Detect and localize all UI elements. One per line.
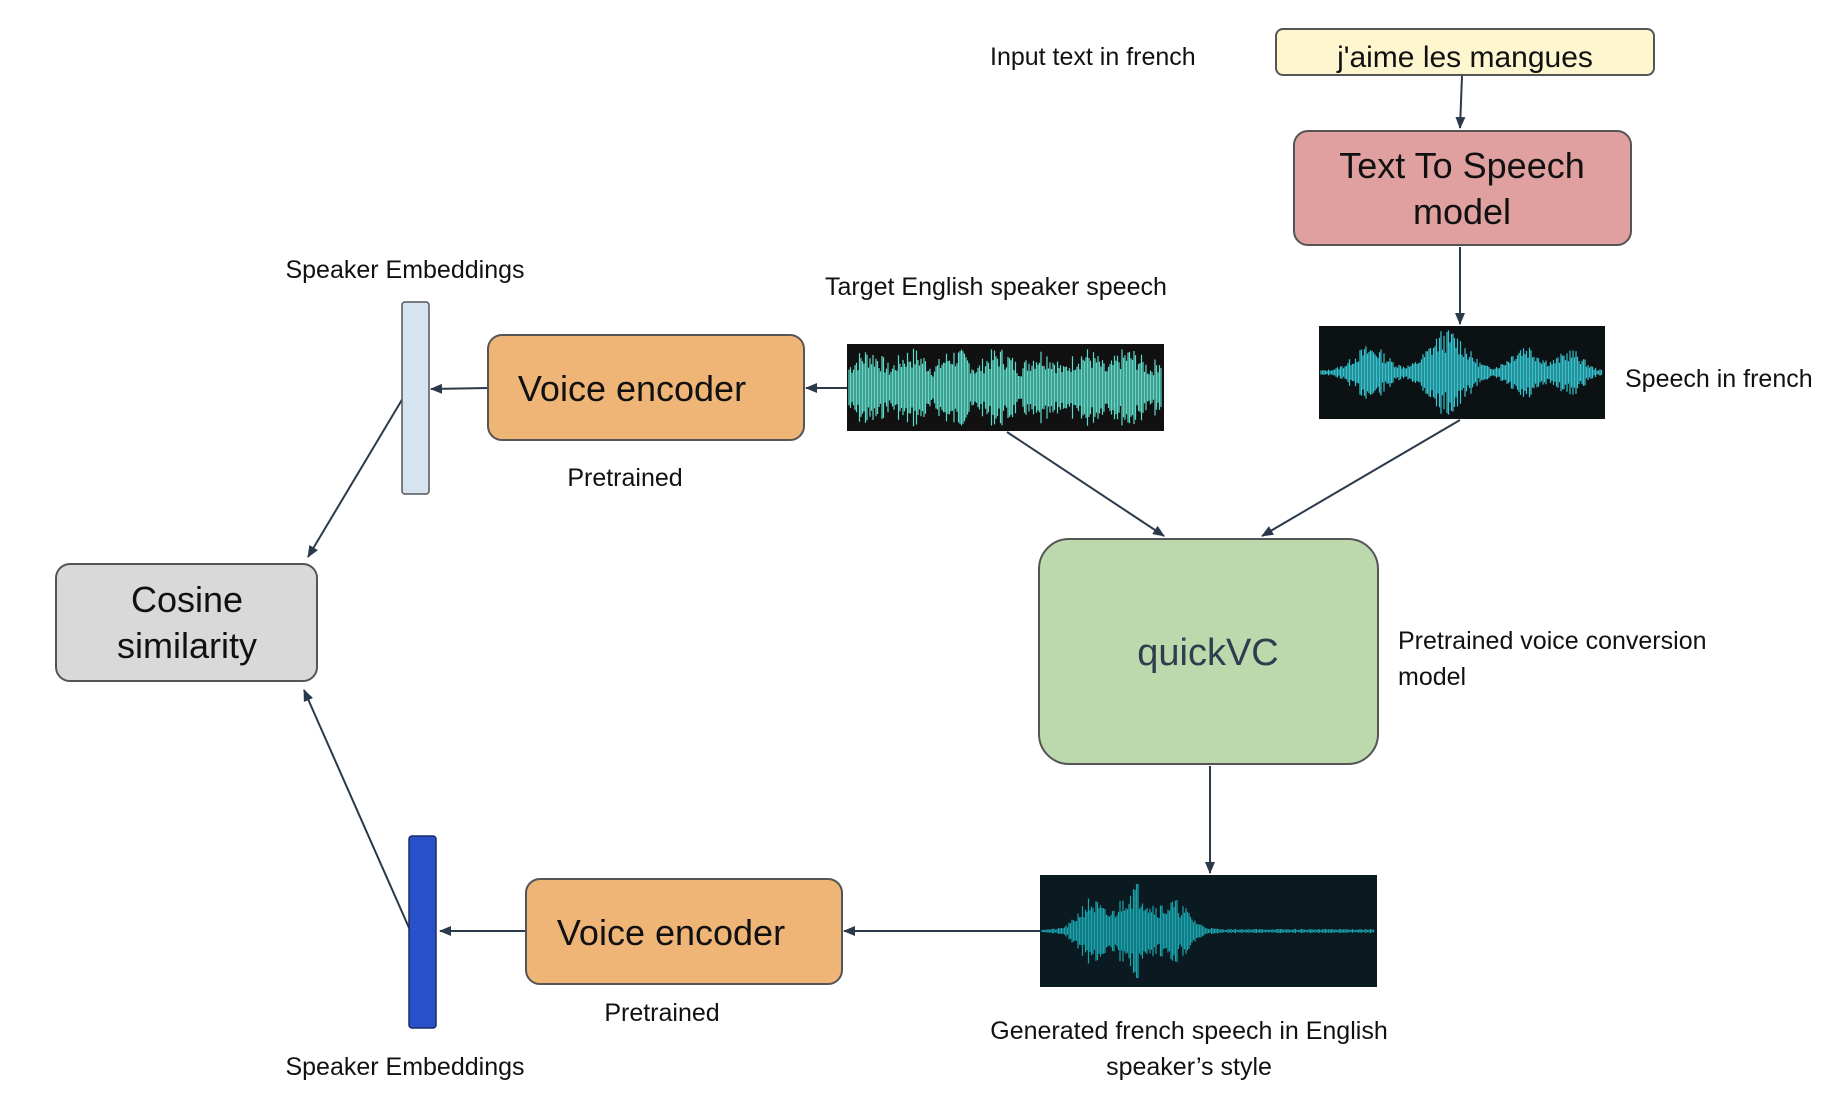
speech-in-french-label: Speech in french (1625, 365, 1813, 393)
speaker-embedding-bottom-bar (408, 835, 437, 1029)
generated-speech-wave (1041, 883, 1375, 979)
voice-encoder-bottom-label: Voice encoder (557, 912, 785, 953)
speaker-embedding-top-bar (401, 301, 430, 495)
speaker-embeddings-bottom-label: Speaker Embeddings (285, 1053, 524, 1081)
generated-speech-line2: speaker’s style (1106, 1053, 1272, 1081)
pretrained-top-label: Pretrained (567, 464, 682, 492)
voice-encoder-top-box (487, 334, 805, 441)
edge-embedding-top-to-cosine (307, 397, 404, 558)
quickvc-label: quickVC (1137, 632, 1279, 674)
edge-input-to-tts (1455, 75, 1466, 129)
input-text-box (1275, 28, 1655, 76)
voice-encoder-bottom-box (525, 878, 843, 985)
cosine-similarity-line1: Cosine (131, 579, 243, 620)
wf-generated-path (1041, 883, 1375, 979)
cosine-similarity-box (55, 563, 318, 682)
edge-encoder-to-embedding-top (430, 383, 489, 394)
quickvc-box (1038, 538, 1379, 765)
generated-speech-line1: Generated french speech in English (990, 1017, 1387, 1045)
pretrained-bottom-label: Pretrained (604, 999, 719, 1027)
target-speech-wave (848, 348, 1162, 427)
tts-model-line1: Text To Speech (1339, 145, 1585, 186)
speaker-embeddings-top-label: Speaker Embeddings (285, 256, 524, 284)
voice-encoder-top-label: Voice encoder (518, 368, 746, 409)
pretrained-vc-line1: Pretrained voice conversion (1398, 627, 1707, 655)
edge-target-speech-to-quickvc (1006, 431, 1165, 537)
edge-embedding-bottom-to-cosine (303, 689, 411, 931)
edge-french-speech-to-quickvc (1261, 419, 1461, 537)
wf-target-path (848, 348, 1162, 427)
cosine-similarity-line2: similarity (117, 625, 257, 666)
tts-model-line2: model (1413, 191, 1511, 232)
speech-in-french-wave (1320, 330, 1603, 415)
input-text-caption: Input text in french (990, 43, 1196, 71)
input-text-value: j'aime les mangues (1336, 41, 1593, 74)
target-speech-label: Target English speaker speech (825, 273, 1167, 301)
pretrained-vc-line2: model (1398, 663, 1466, 691)
tts-model-box (1293, 130, 1632, 246)
wf-french-path (1320, 330, 1603, 415)
